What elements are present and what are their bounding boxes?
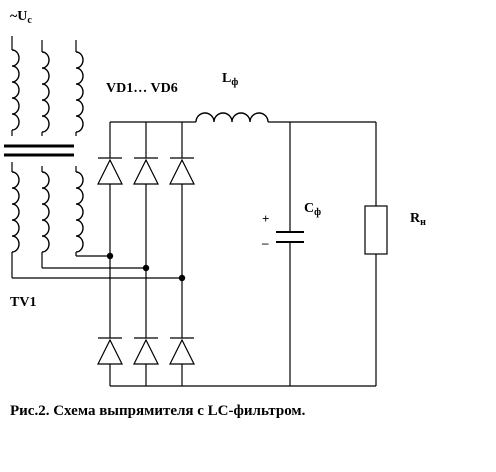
capacitor (276, 122, 304, 386)
inductor-coil (195, 112, 269, 123)
plus-sign: + (262, 211, 270, 226)
diode-lower-1 (97, 337, 123, 365)
minus-sign: – (262, 235, 269, 250)
source-label: ~Uc (10, 9, 32, 26)
load-resistor (364, 122, 388, 386)
transformer-core (4, 144, 74, 157)
diode-upper-2 (133, 157, 159, 185)
transformer-secondary (11, 162, 182, 279)
diode-upper-1 (97, 157, 123, 185)
diodes-label: VD1… VD6 (106, 81, 178, 96)
load-label: Rн (410, 211, 426, 228)
transformer-label: TV1 (10, 295, 37, 310)
junction-dot (178, 274, 186, 282)
junction-dot (106, 252, 114, 260)
transformer-primary (11, 36, 84, 136)
diode-lower-2 (133, 337, 159, 365)
junction-dot (142, 264, 150, 272)
diode-lower-3 (169, 337, 195, 365)
capacitor-label: Cф (304, 201, 322, 218)
figure-caption: Рис.2. Схема выпрямителя с LC-фильтром. (10, 403, 306, 419)
inductor-label: Lф (222, 71, 239, 88)
diode-upper-3 (169, 157, 195, 185)
rails (110, 112, 376, 387)
